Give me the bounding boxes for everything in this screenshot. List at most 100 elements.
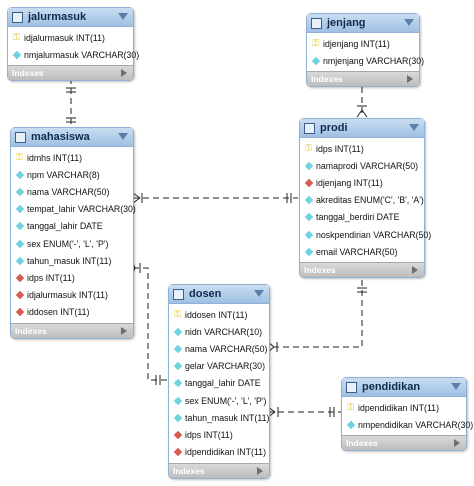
expand-arrow-icon[interactable] bbox=[121, 69, 127, 78]
table-header[interactable]: pendidikan bbox=[342, 378, 466, 397]
field-row[interactable]: nmjalurmasuk VARCHAR(30) bbox=[8, 46, 139, 63]
foreign-key-icon bbox=[15, 308, 24, 317]
field-row[interactable]: idjalurmasuk INT(11) bbox=[11, 287, 133, 304]
indexes-bar[interactable]: Indexes bbox=[342, 435, 466, 451]
table-icon bbox=[12, 11, 23, 23]
field-text: iddosen INT(11) bbox=[185, 309, 248, 320]
table-header[interactable]: jalurmasuk bbox=[8, 8, 133, 27]
rel-prodi-dosen bbox=[268, 280, 363, 348]
field-list: ⚿idps INT(11)namaprodi VARCHAR(50)idjenj… bbox=[300, 138, 431, 262]
field-row[interactable]: noskpendirian VARCHAR(50) bbox=[300, 226, 431, 243]
indexes-bar[interactable]: Indexes bbox=[307, 71, 419, 87]
column-icon bbox=[173, 379, 182, 388]
field-row[interactable]: nama VARCHAR(50) bbox=[169, 340, 269, 357]
field-text: gelar VARCHAR(30) bbox=[185, 361, 266, 372]
field-row[interactable]: nidn VARCHAR(10) bbox=[169, 323, 269, 340]
table-title: dosen bbox=[189, 288, 222, 300]
primary-key-icon: ⚿ bbox=[312, 38, 319, 49]
table-mahasiswa[interactable]: mahasiswa ⚿idmhs INT(11) npm VARCHAR(8) na… bbox=[10, 127, 136, 339]
field-row[interactable]: tanggal_berdiri DATE bbox=[300, 209, 424, 226]
field-row[interactable]: ⚿idjalurmasuk INT(11) bbox=[8, 29, 133, 46]
field-row[interactable]: ⚿idjenjang INT(11) bbox=[307, 35, 419, 52]
field-row[interactable]: npm VARCHAR(8) bbox=[11, 166, 133, 183]
field-list: ⚿idmhs INT(11) npm VARCHAR(8) nama VARCHAR… bbox=[11, 147, 136, 323]
field-row[interactable]: namaprodi VARCHAR(50) bbox=[300, 157, 424, 174]
indexes-label: Indexes bbox=[15, 325, 47, 336]
field-row[interactable]: tempat_lahir VARCHAR(30) bbox=[11, 201, 136, 218]
field-text: nama VARCHAR(50) bbox=[27, 186, 110, 197]
expand-arrow-icon[interactable] bbox=[257, 466, 263, 475]
indexes-bar[interactable]: Indexes bbox=[300, 262, 424, 278]
column-icon bbox=[173, 344, 182, 354]
field-text: iddosen INT(11) bbox=[27, 307, 90, 318]
field-row[interactable]: ⚿idpendidikan INT(11) bbox=[342, 399, 466, 416]
table-icon bbox=[304, 122, 315, 134]
table-header[interactable]: jenjang bbox=[307, 14, 419, 33]
table-title: pendidikan bbox=[362, 381, 421, 393]
primary-key-icon: ⚿ bbox=[16, 152, 23, 163]
field-list: ⚿iddosen INT(11)nidn VARCHAR(10)nama VAR… bbox=[169, 304, 269, 463]
field-row[interactable]: tanggal_lahir DATE bbox=[169, 375, 269, 392]
table-header[interactable]: prodi bbox=[300, 119, 424, 138]
field-text: tanggal_berdiri DATE bbox=[316, 212, 400, 223]
field-row[interactable]: akreditas ENUM('C', 'B', 'A') bbox=[300, 192, 424, 209]
table-header[interactable]: dosen bbox=[169, 285, 269, 304]
table-jenjang[interactable]: jenjang ⚿idjenjang INT(11)nmjenjang VARC… bbox=[306, 13, 424, 88]
expand-arrow-icon[interactable] bbox=[121, 326, 127, 335]
column-icon bbox=[304, 213, 313, 222]
field-row[interactable]: sex ENUM('-', 'L', 'P') bbox=[11, 235, 133, 252]
field-row[interactable]: idps INT(11) bbox=[11, 269, 133, 286]
expand-arrow-icon[interactable] bbox=[412, 266, 418, 275]
field-row[interactable]: sex ENUM('-', 'L', 'P') bbox=[169, 392, 269, 409]
field-text: noskpendirian VARCHAR(50) bbox=[316, 229, 432, 240]
collapse-icon[interactable] bbox=[404, 19, 414, 26]
column-icon bbox=[12, 50, 21, 60]
table-jalurmasuk[interactable]: jalurmasuk ⚿idjalurmasuk INT(11)nmjalurm… bbox=[7, 7, 139, 82]
collapse-icon[interactable] bbox=[118, 133, 128, 140]
field-text: sex ENUM('-', 'L', 'P') bbox=[27, 238, 109, 249]
table-header[interactable]: mahasiswa bbox=[11, 128, 133, 147]
table-icon bbox=[346, 381, 357, 393]
indexes-bar[interactable]: Indexes bbox=[11, 322, 133, 338]
column-icon bbox=[304, 230, 313, 239]
field-row[interactable]: nmpendidikan VARCHAR(30) bbox=[342, 416, 473, 433]
column-icon bbox=[173, 396, 182, 405]
field-row[interactable]: tanggal_lahir DATE bbox=[11, 218, 133, 235]
column-icon bbox=[173, 361, 182, 371]
indexes-bar[interactable]: Indexes bbox=[8, 65, 133, 81]
collapse-icon[interactable] bbox=[451, 383, 461, 390]
field-row[interactable]: iddosen INT(11) bbox=[11, 304, 133, 321]
field-text: npm VARCHAR(8) bbox=[27, 169, 100, 180]
table-icon bbox=[311, 17, 322, 29]
indexes-label: Indexes bbox=[346, 438, 378, 449]
field-row[interactable]: nmjenjang VARCHAR(30) bbox=[307, 52, 424, 69]
field-row[interactable]: tahun_masuk INT(11) bbox=[11, 252, 133, 269]
field-row[interactable]: ⚿idps INT(11) bbox=[300, 140, 424, 157]
foreign-key-icon bbox=[173, 430, 182, 440]
table-pendidikan[interactable]: pendidikan ⚿idpendidikan INT(11)nmpendid… bbox=[341, 377, 473, 452]
collapse-icon[interactable] bbox=[254, 290, 264, 297]
field-row[interactable]: idps INT(11) bbox=[169, 426, 269, 443]
field-row[interactable]: idjenjang INT(11) bbox=[300, 174, 424, 191]
field-row[interactable]: tahun_masuk INT(11) bbox=[169, 409, 269, 426]
field-row[interactable]: ⚿idmhs INT(11) bbox=[11, 149, 133, 166]
foreign-key-icon bbox=[15, 273, 24, 283]
rel-dosen-mahasiswa bbox=[133, 267, 168, 381]
expand-arrow-icon[interactable] bbox=[454, 439, 460, 448]
field-row[interactable]: ⚿iddosen INT(11) bbox=[169, 306, 269, 323]
table-dosen[interactable]: dosen ⚿iddosen INT(11)nidn VARCHAR(10)na… bbox=[168, 284, 270, 479]
collapse-icon[interactable] bbox=[118, 13, 128, 20]
field-row[interactable]: email VARCHAR(50) bbox=[300, 243, 424, 260]
expand-arrow-icon[interactable] bbox=[407, 75, 413, 84]
field-row[interactable]: idpendidikan INT(11) bbox=[169, 444, 269, 461]
table-prodi[interactable]: prodi ⚿idps INT(11)namaprodi VARCHAR(50)… bbox=[299, 118, 431, 279]
field-text: idpendidikan INT(11) bbox=[185, 447, 267, 458]
field-row[interactable]: nama VARCHAR(50) bbox=[11, 183, 133, 200]
indexes-bar[interactable]: Indexes bbox=[169, 462, 269, 478]
field-text: akreditas ENUM('C', 'B', 'A') bbox=[316, 195, 424, 206]
foreign-key-icon bbox=[173, 447, 182, 457]
collapse-icon[interactable] bbox=[409, 124, 419, 131]
field-row[interactable]: gelar VARCHAR(30) bbox=[169, 358, 269, 375]
